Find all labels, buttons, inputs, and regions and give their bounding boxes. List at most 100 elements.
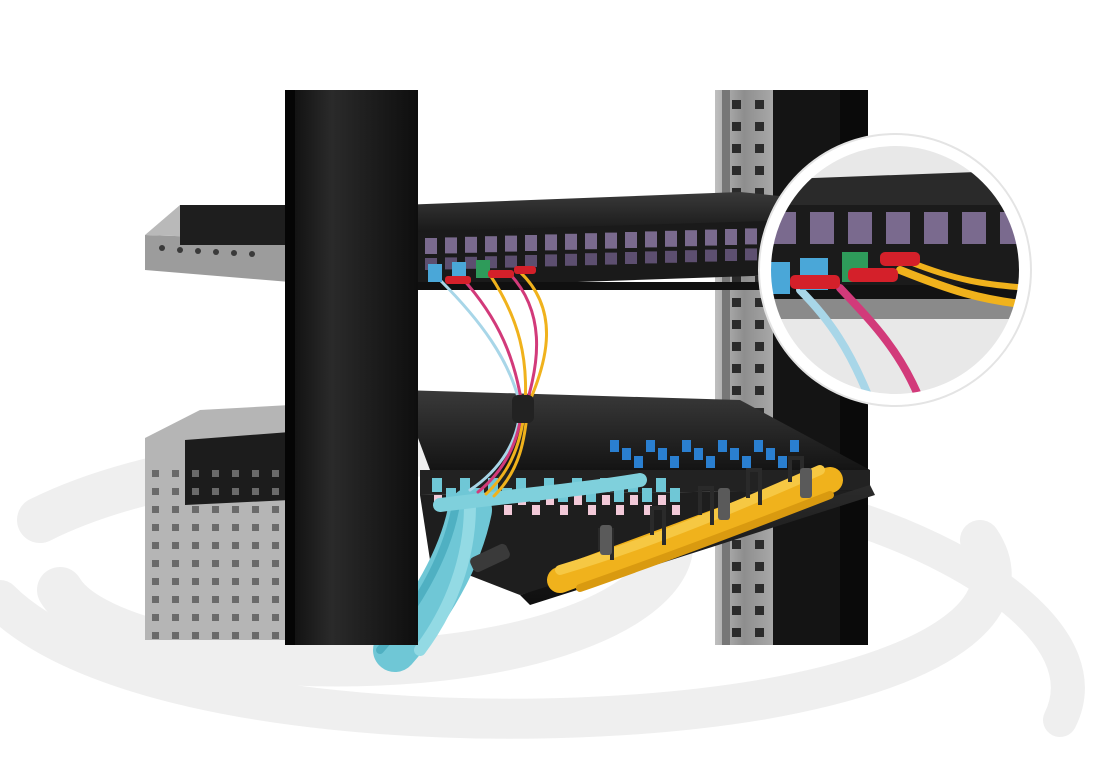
shelf-hole <box>172 560 179 567</box>
sc-adapter <box>622 448 631 460</box>
lc-adapter <box>565 253 577 266</box>
shelf-hole <box>212 506 219 513</box>
shelf-hole <box>232 524 239 531</box>
zoomed-adapter <box>810 212 834 244</box>
lc-adapter <box>625 252 637 264</box>
right-mounting-rail <box>715 90 773 645</box>
shelf-hole <box>272 506 279 513</box>
upper-shelf-bracket <box>145 205 290 282</box>
lc-connector <box>546 495 554 505</box>
shelf-hole <box>152 596 159 603</box>
zoomed-adapter <box>962 212 986 244</box>
mpo-adapter <box>446 488 456 502</box>
sc-adapter <box>778 456 787 468</box>
shelf-hole <box>272 470 279 477</box>
lc-adapter <box>465 236 477 253</box>
sc-adapter <box>766 448 775 460</box>
lc-adapter <box>665 230 677 247</box>
zoomed-adapter <box>924 212 948 244</box>
lc-connector <box>644 505 652 515</box>
lc-adapter <box>525 235 537 251</box>
shelf-hole <box>172 488 179 495</box>
shelf-hole <box>232 632 239 639</box>
lc-connector <box>630 495 638 505</box>
front-rack-post <box>285 90 418 645</box>
shelf-hole <box>212 470 219 477</box>
velcro-straps <box>600 468 812 555</box>
sc-adapter <box>682 440 691 452</box>
lc-adapter <box>725 249 737 261</box>
lc-adapter <box>585 233 597 250</box>
shelf-hole <box>232 542 239 549</box>
upper-patch-panel <box>400 192 870 290</box>
lc-adapter <box>565 233 577 250</box>
shelf-hole <box>152 614 159 621</box>
shelf-hole <box>172 542 179 549</box>
lc-adapter <box>425 238 437 254</box>
lc-connector <box>602 495 610 505</box>
shelf-hole <box>212 578 219 585</box>
rail-hole <box>755 188 764 197</box>
rail-hole <box>732 144 741 153</box>
lc-adapter <box>645 231 657 248</box>
rail-hole <box>755 628 764 637</box>
zoomed-adapter <box>848 212 872 244</box>
shelf-hole <box>172 524 179 531</box>
mpo-adapter <box>614 488 624 502</box>
sc-adapter <box>694 448 703 460</box>
lc-adapter <box>445 237 457 254</box>
detail-magnifier <box>758 133 1032 407</box>
lc-adapter <box>685 250 697 263</box>
lc-adapter <box>545 234 557 251</box>
shelf-hole <box>172 596 179 603</box>
zoomed-adapter <box>886 212 910 244</box>
sc-adapter <box>646 440 655 452</box>
lc-adapter <box>605 252 617 265</box>
shelf-hole <box>212 488 219 495</box>
shelf-hole <box>272 596 279 603</box>
rail-hole <box>755 298 764 307</box>
shelf-hole <box>172 470 179 477</box>
lc-connector <box>574 495 582 505</box>
lc-connector <box>504 505 512 515</box>
lc-adapter <box>745 248 757 261</box>
rail-hole <box>755 320 764 329</box>
rail-hole <box>732 122 741 131</box>
lc-connector <box>560 505 568 515</box>
mpo-adapter <box>460 478 470 492</box>
sc-adapter <box>790 440 799 452</box>
shelf-hole <box>272 578 279 585</box>
sc-adapter <box>706 456 715 468</box>
mpo-adapter <box>516 478 526 492</box>
shelf-hole <box>192 470 199 477</box>
rail-hole <box>732 562 741 571</box>
rail-hole <box>755 562 764 571</box>
bundle-wrap <box>470 543 510 573</box>
yellow-cable-bundle <box>547 465 843 593</box>
shelf-hole <box>232 470 239 477</box>
rail-hole <box>732 540 741 549</box>
lc-adapter <box>485 236 497 253</box>
shelf-hole <box>232 596 239 603</box>
rail-hole <box>732 100 741 109</box>
lc-adapter <box>705 249 717 262</box>
rail-hole <box>732 386 741 395</box>
shelf-hole <box>172 614 179 621</box>
shelf-hole <box>192 560 199 567</box>
lc-connector <box>588 505 596 515</box>
shelf-hole <box>152 578 159 585</box>
rail-hole <box>732 276 741 285</box>
sc-adapter <box>670 456 679 468</box>
mpo-adapter <box>670 488 680 502</box>
rail-hole <box>755 540 764 549</box>
upper-connectors <box>428 260 536 284</box>
shelf-hole <box>172 578 179 585</box>
shelf-hole <box>212 632 219 639</box>
shelf-hole <box>152 524 159 531</box>
lc-adapter <box>685 230 697 247</box>
sc-adapter <box>754 440 763 452</box>
shelf-hole <box>152 488 159 495</box>
shelf-hole <box>252 506 259 513</box>
shelf-hole <box>272 488 279 495</box>
shelf-hole <box>232 578 239 585</box>
